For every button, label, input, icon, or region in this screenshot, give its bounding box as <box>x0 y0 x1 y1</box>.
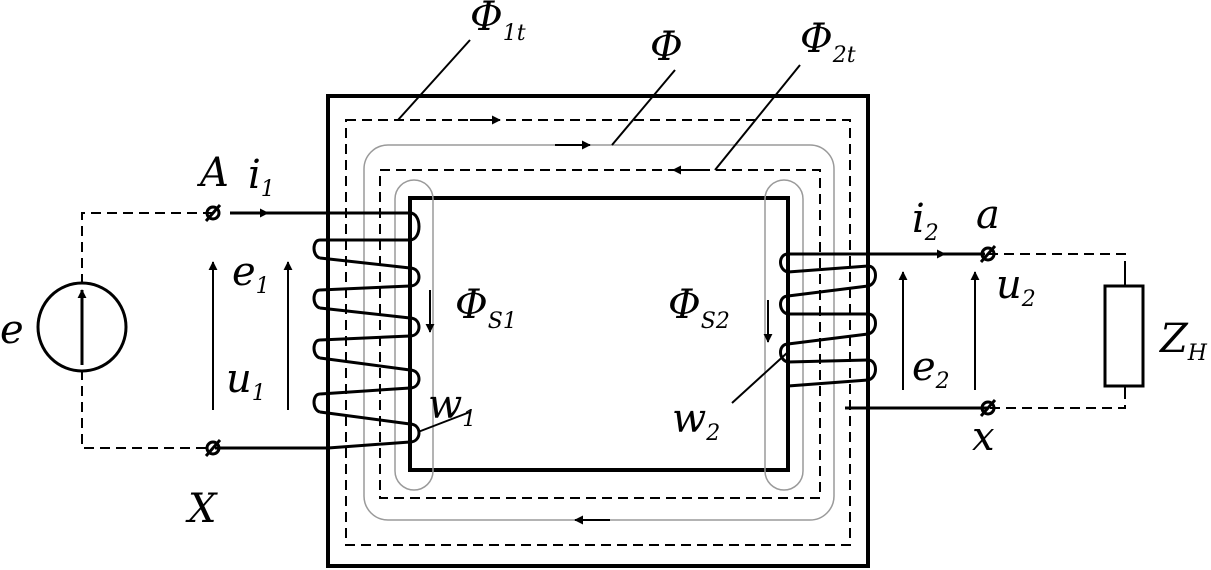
winding-w2-label: w2 <box>672 396 720 446</box>
leakage-flux-path-1t <box>345 119 851 546</box>
leakage-flux-path-2t <box>379 169 821 499</box>
leader-flux-2t <box>714 64 801 171</box>
secondary-winding <box>779 252 988 410</box>
flux-s1-label: ΦS1 <box>455 282 517 334</box>
terminal-x <box>980 400 996 416</box>
terminal-A <box>205 205 221 221</box>
stray-flux-path-s1 <box>394 179 434 491</box>
flux-main-label: Φ <box>650 24 683 70</box>
emf-e1-label: e1 <box>232 249 270 299</box>
terminal-a-label: a <box>976 192 1000 238</box>
flux-1t-label: Φ1t <box>470 0 526 46</box>
core-window <box>408 196 790 472</box>
terminal-X <box>205 440 221 456</box>
terminal-X-label: X <box>185 486 218 532</box>
leader-w1 <box>417 411 471 433</box>
terminal-A-label: A <box>196 150 229 196</box>
leader-w2 <box>731 351 789 404</box>
core-outer-edge <box>326 94 870 568</box>
load-z-label: ZH <box>1158 316 1208 366</box>
load-impedance <box>1103 284 1145 388</box>
terminal-x-label: x <box>972 414 995 460</box>
flux-2t-label: Φ2t <box>800 16 856 68</box>
current-i1-label: i1 <box>248 152 275 202</box>
flux-s2-label: ΦS2 <box>668 282 730 334</box>
main-flux-path <box>363 144 835 521</box>
voltage-u1-label: u1 <box>226 356 266 406</box>
emf-e2-label: e2 <box>912 344 950 394</box>
voltage-u2-label: u2 <box>996 262 1036 312</box>
terminal-a <box>980 246 996 262</box>
load-wire-mask <box>1110 280 1140 392</box>
leader-flux-1t <box>397 39 471 121</box>
current-i2-label: i2 <box>912 196 939 246</box>
source-circuit-wire <box>81 212 213 449</box>
leader-flux-main <box>611 69 676 146</box>
stray-flux-path-s2 <box>764 179 804 491</box>
voltage-source <box>36 281 128 373</box>
winding-w1-label: w1 <box>428 382 476 432</box>
source-e-label: e <box>0 307 24 353</box>
